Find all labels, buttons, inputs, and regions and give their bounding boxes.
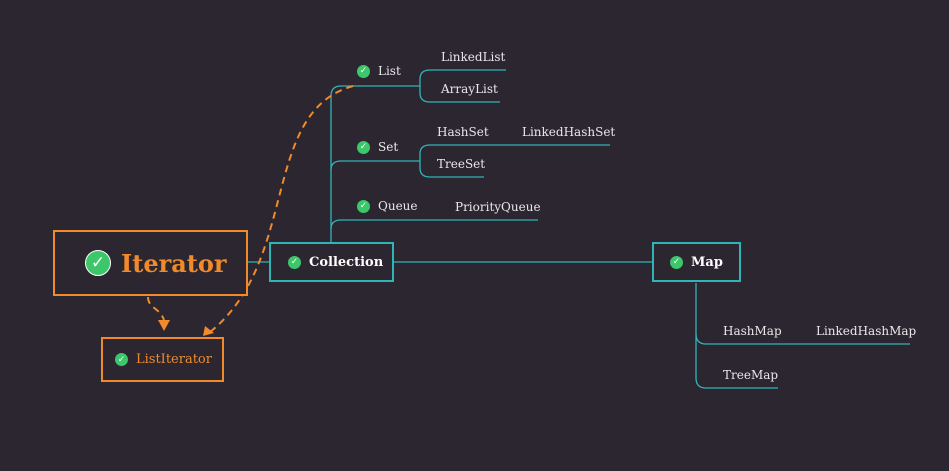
map-node[interactable]: ✓ Map [652,242,741,282]
iterator-label: Iterator [121,248,227,278]
arraylist-leaf[interactable]: ArrayList [441,82,498,96]
list-listiterator-arrow [209,85,354,333]
check-circle-icon: ✓ [288,255,301,269]
list-iterator-label: ListIterator [136,352,212,367]
check-circle-icon: ✓ [357,140,370,154]
list-label: List [378,64,401,78]
set-branch-line [419,144,610,161]
check-circle-icon: ✓ [357,199,370,213]
hashset-leaf[interactable]: HashSet [437,125,489,139]
collection-queue-line [330,219,538,230]
collection-set-line [330,160,420,171]
set-treeset-line [419,161,484,178]
collection-label: Collection [309,254,384,270]
set-node[interactable]: ✓ Set [357,140,398,154]
iterator-listiterator-arrow [147,296,165,321]
queue-label: Queue [378,199,418,213]
collection-node[interactable]: ✓ Collection [269,242,394,282]
arrowhead-icon [203,326,214,336]
list-arraylist-line [419,86,500,103]
linkedhashmap-leaf[interactable]: LinkedHashMap [816,324,917,338]
queue-node[interactable]: ✓ Queue [357,199,418,213]
map-treemap-line [695,334,778,389]
iterator-node[interactable]: ✓ Iterator [53,230,248,296]
linkedlist-leaf[interactable]: LinkedList [441,50,506,64]
linkedhashset-leaf[interactable]: LinkedHashSet [522,125,616,139]
check-circle-icon: ✓ [115,353,128,366]
set-label: Set [378,140,399,154]
arrowhead-icon [158,320,170,331]
priorityqueue-leaf[interactable]: PriorityQueue [455,200,541,214]
treemap-leaf[interactable]: TreeMap [723,368,779,382]
check-circle-icon: ✓ [670,255,683,269]
list-branch-line [419,69,506,86]
check-circle-icon: ✓ [357,64,370,78]
treeset-leaf[interactable]: TreeSet [437,157,486,171]
list-iterator-node[interactable]: ✓ ListIterator [101,337,224,382]
map-label: Map [691,254,723,270]
hashmap-leaf[interactable]: HashMap [723,324,782,338]
list-node[interactable]: ✓ List [357,64,401,78]
check-circle-icon: ✓ [85,250,111,276]
